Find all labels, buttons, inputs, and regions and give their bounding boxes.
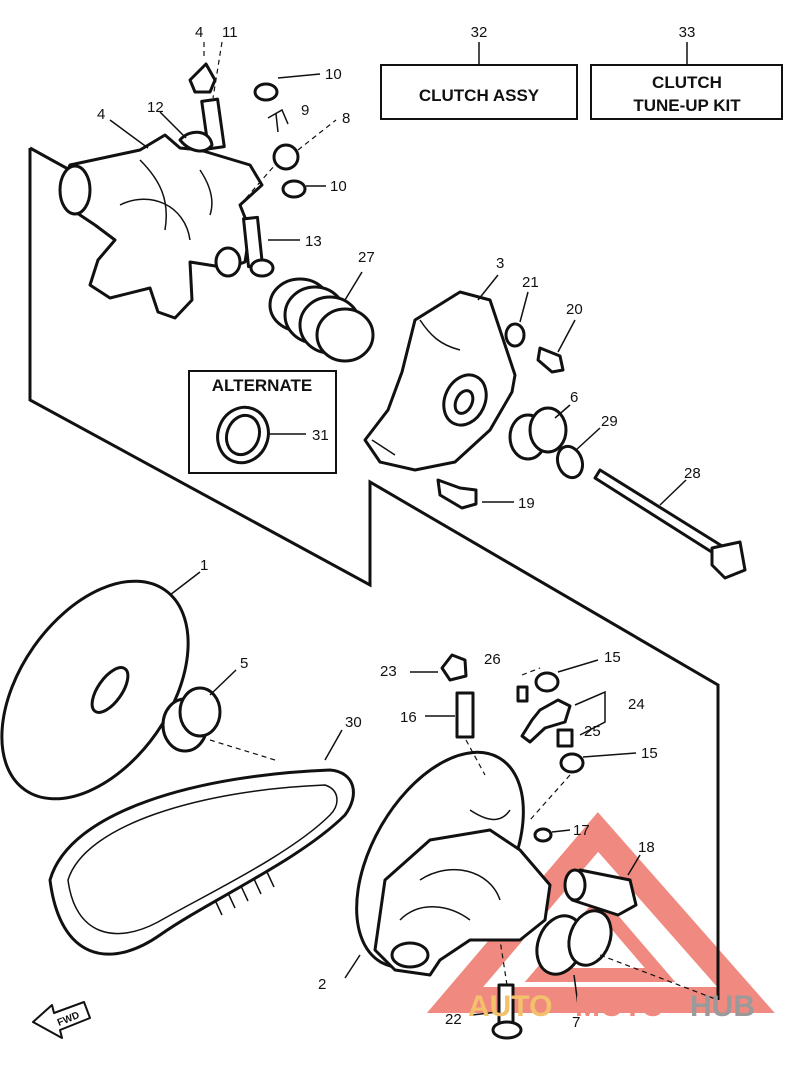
callout-28: 28	[684, 465, 701, 482]
tune-up-kit-label-line1: CLUTCH	[652, 73, 722, 92]
callout-29: 29	[601, 413, 618, 430]
callout-6: 6	[570, 389, 578, 406]
callout-11: 11	[222, 24, 238, 41]
callout-numbers: 4 11 12 4 10 9 8 10 13 27 3 21 20 6 29 2…	[97, 24, 701, 1031]
lower-hardware	[410, 653, 719, 1040]
spider-part-4	[58, 119, 264, 320]
callout-7: 7	[572, 1014, 580, 1031]
watermark-auto: AUTO	[468, 990, 552, 1023]
clutch-assy-box: CLUTCH ASSY 32	[380, 24, 578, 120]
callout-10b: 10	[330, 178, 347, 195]
callout-12: 12	[147, 99, 164, 116]
upper-small-parts	[159, 41, 337, 278]
tune-up-kit-label-line2: TUNE-UP KIT	[633, 96, 741, 115]
callout-20: 20	[566, 301, 583, 318]
cover-part-3	[363, 274, 517, 472]
cover-hardware	[436, 291, 747, 580]
callout-14: 4	[195, 24, 203, 41]
alternate-title: ALTERNATE	[212, 376, 312, 395]
callout-15b: 15	[641, 745, 658, 762]
sheave-part-1	[0, 571, 201, 801]
callout-21: 21	[522, 274, 539, 291]
callout-13: 13	[305, 233, 322, 250]
callout-2: 2	[318, 976, 326, 993]
callout-8: 8	[342, 110, 350, 127]
fwd-arrow-icon: FWD	[32, 1001, 91, 1039]
callout-16: 16	[400, 709, 417, 726]
callout-33: 33	[679, 24, 696, 41]
callout-23: 23	[380, 663, 397, 680]
drive-belt-part-30	[48, 729, 355, 956]
callout-10a: 10	[325, 66, 342, 83]
callout-3: 3	[496, 255, 504, 272]
callout-4: 4	[97, 106, 105, 123]
secondary-body-part-2	[344, 750, 552, 979]
spring-part-27	[268, 271, 375, 363]
alternate-box: ALTERNATE 31	[188, 370, 337, 474]
tune-up-kit-box: CLUTCH TUNE-UP KIT 33	[590, 24, 783, 120]
callout-26: 26	[484, 651, 501, 668]
callout-22: 22	[445, 1011, 462, 1028]
watermark-text: AUTO MOTO HUB	[468, 990, 755, 1023]
callout-18: 18	[638, 839, 655, 856]
callout-31: 31	[312, 427, 329, 444]
callout-32: 32	[471, 24, 488, 41]
clutch-assy-label: CLUTCH ASSY	[419, 86, 540, 105]
callout-24: 24	[628, 696, 645, 713]
callout-25: 25	[584, 723, 601, 740]
callout-5: 5	[240, 655, 248, 672]
watermark-hub: HUB	[690, 990, 755, 1023]
callout-1: 1	[200, 557, 208, 574]
callout-30: 30	[345, 714, 362, 731]
callout-15a: 15	[604, 649, 621, 666]
bushing-part-5	[161, 669, 276, 761]
callout-27: 27	[358, 249, 375, 266]
watermark-moto: MOTO	[575, 990, 664, 1023]
callout-17: 17	[573, 822, 590, 839]
callout-19: 19	[518, 495, 535, 512]
callout-9: 9	[301, 102, 309, 119]
